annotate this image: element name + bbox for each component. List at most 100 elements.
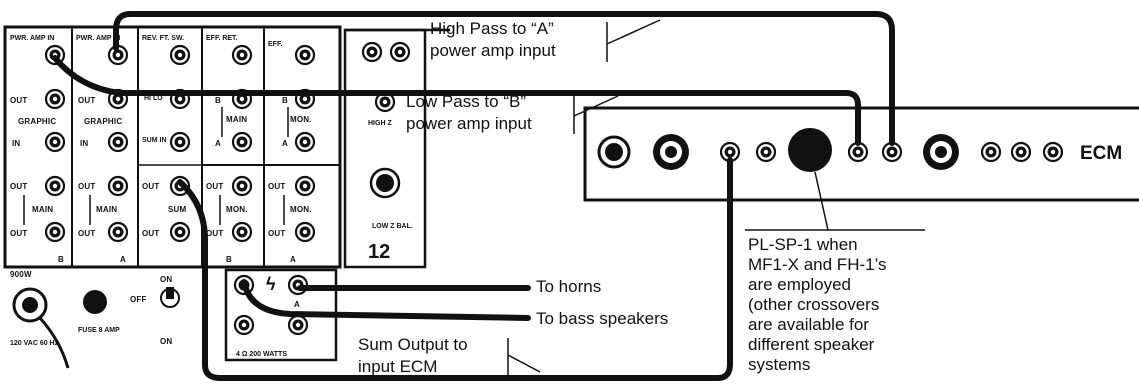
label-wattage: 900W bbox=[10, 270, 32, 279]
multipin-connector-1[interactable] bbox=[653, 134, 689, 170]
jack-sum-in[interactable] bbox=[169, 131, 191, 153]
label-out: OUT bbox=[142, 229, 160, 238]
xlr-connector[interactable] bbox=[597, 135, 631, 169]
jack-sum-out-b[interactable] bbox=[169, 221, 191, 243]
label-out: OUT bbox=[78, 229, 96, 238]
label-graphic: GRAPHIC bbox=[84, 117, 122, 126]
jack-graphic-out-1[interactable] bbox=[44, 88, 66, 110]
svg-text:different speaker: different speaker bbox=[748, 335, 875, 354]
label-out: OUT bbox=[206, 182, 224, 191]
jack-main-out-2a[interactable] bbox=[107, 175, 129, 197]
ecm-label: ECM bbox=[1080, 143, 1122, 164]
jack-main-out-1a[interactable] bbox=[44, 175, 66, 197]
label-a: A bbox=[215, 139, 221, 148]
label-out: OUT bbox=[142, 182, 160, 191]
xlr-input[interactable] bbox=[369, 167, 401, 199]
jack-mon-out-b1[interactable] bbox=[231, 175, 253, 197]
cable-low-pass bbox=[52, 55, 861, 146]
label-pwr-amp-in-1: PWR. AMP IN bbox=[10, 35, 54, 42]
label-out: OUT bbox=[10, 182, 28, 191]
label-high-z: HIGH Z bbox=[368, 120, 392, 127]
label-sum-in: SUM IN bbox=[142, 137, 167, 144]
jack-mon-out-a2[interactable] bbox=[294, 221, 316, 243]
crossover-socket[interactable] bbox=[788, 128, 832, 172]
cable-high-pass bbox=[113, 11, 895, 146]
label-mon: MON. bbox=[290, 205, 312, 214]
svg-text:are available for: are available for bbox=[748, 315, 869, 334]
annotation-sum-output: Sum Output to input ECM bbox=[358, 335, 541, 378]
svg-text:input ECM: input ECM bbox=[358, 357, 437, 376]
jack-channel-2[interactable] bbox=[389, 41, 411, 63]
jack-ecm-4[interactable] bbox=[1010, 141, 1032, 163]
label-mon: MON. bbox=[290, 115, 312, 124]
label-in: IN bbox=[12, 139, 20, 148]
jack-eff-ret[interactable] bbox=[231, 44, 253, 66]
jack-ecm-5[interactable] bbox=[1042, 141, 1064, 163]
label-eff-ret: EFF. RET. bbox=[206, 35, 238, 42]
jack-main-out-1b[interactable] bbox=[44, 221, 66, 243]
label-b: B bbox=[226, 255, 232, 264]
jack-graphic-in-2[interactable] bbox=[107, 131, 129, 153]
label-in: IN bbox=[80, 139, 88, 148]
fuse-holder[interactable] bbox=[83, 290, 107, 314]
svg-text:PL-SP-1 when: PL-SP-1 when bbox=[748, 235, 858, 254]
label-low-z-bal: LOW Z BAL. bbox=[372, 223, 413, 230]
label-out: OUT bbox=[10, 96, 28, 105]
jack-main-out-2b[interactable] bbox=[107, 221, 129, 243]
svg-text:Sum Output to: Sum Output to bbox=[358, 335, 468, 354]
label-eff: EFF. bbox=[268, 41, 282, 48]
label-a: A bbox=[290, 255, 296, 264]
label-fuse: FUSE 8 AMP bbox=[78, 327, 120, 334]
jack-main-a[interactable] bbox=[231, 131, 253, 153]
jack-graphic-in-1[interactable] bbox=[44, 131, 66, 153]
jack-ecm-3[interactable] bbox=[980, 141, 1002, 163]
power-switch[interactable] bbox=[160, 287, 180, 308]
annotation-crossover-note: PL-SP-1 when MF1-X and FH-1’s are employ… bbox=[745, 171, 925, 374]
jack-rev-ft-sw[interactable] bbox=[169, 44, 191, 66]
label-b: B bbox=[215, 96, 221, 105]
label-main: MAIN bbox=[96, 205, 117, 214]
label-graphic: GRAPHIC bbox=[18, 117, 56, 126]
jack-mon-out-b2[interactable] bbox=[231, 221, 253, 243]
label-out: OUT bbox=[10, 229, 28, 238]
annotation-high-pass: High Pass to “A” power amp input bbox=[430, 19, 661, 62]
label-main: MAIN bbox=[226, 115, 247, 124]
lightning-icon: ϟ bbox=[266, 274, 276, 294]
label-on: ON bbox=[160, 275, 172, 284]
multipin-connector-2[interactable] bbox=[923, 134, 959, 170]
svg-text:High Pass to “A”: High Pass to “A” bbox=[430, 19, 554, 38]
svg-text:systems: systems bbox=[748, 355, 810, 374]
channel-strip bbox=[343, 28, 450, 269]
label-sum: SUM bbox=[168, 205, 187, 214]
label-rev-ft-sw: REV. FT. SW. bbox=[142, 35, 184, 42]
label-power-in: 120 VAC 60 Hz bbox=[10, 340, 59, 347]
label-a: A bbox=[282, 139, 288, 148]
annotation-low-pass: Low Pass to “B” power amp input bbox=[406, 92, 619, 134]
label-channel-number: 12 bbox=[368, 241, 390, 263]
label-out: OUT bbox=[78, 182, 96, 191]
label-hi-lo: HI LO bbox=[144, 95, 163, 102]
jack-mon-a[interactable] bbox=[294, 131, 316, 153]
label-out: OUT bbox=[268, 182, 286, 191]
label-b: B bbox=[282, 96, 288, 105]
label-a: A bbox=[294, 300, 300, 309]
svg-text:are employed: are employed bbox=[748, 275, 851, 294]
svg-text:Low Pass to “B”: Low Pass to “B” bbox=[406, 92, 526, 111]
jack-ecm-2[interactable] bbox=[755, 141, 777, 163]
jack-mon-out-a1[interactable] bbox=[294, 175, 316, 197]
power-inlet[interactable] bbox=[12, 287, 70, 369]
label-out: OUT bbox=[268, 229, 286, 238]
label-speaker-rating: 4 Ω 200 WATTS bbox=[236, 351, 287, 358]
jack-speaker-a2[interactable] bbox=[287, 314, 309, 336]
svg-text:MF1-X and FH-1’s: MF1-X and FH-1’s bbox=[748, 255, 887, 274]
jack-speaker-b2[interactable] bbox=[233, 314, 255, 336]
cables bbox=[52, 11, 895, 381]
svg-text:(other crossovers: (other crossovers bbox=[748, 295, 879, 314]
jack-channel-1[interactable] bbox=[361, 41, 383, 63]
label-out: OUT bbox=[78, 96, 96, 105]
cable-to-bass bbox=[241, 279, 531, 321]
label-mon: MON. bbox=[226, 205, 248, 214]
label-b: B bbox=[58, 255, 64, 264]
jack-eff[interactable] bbox=[294, 44, 316, 66]
